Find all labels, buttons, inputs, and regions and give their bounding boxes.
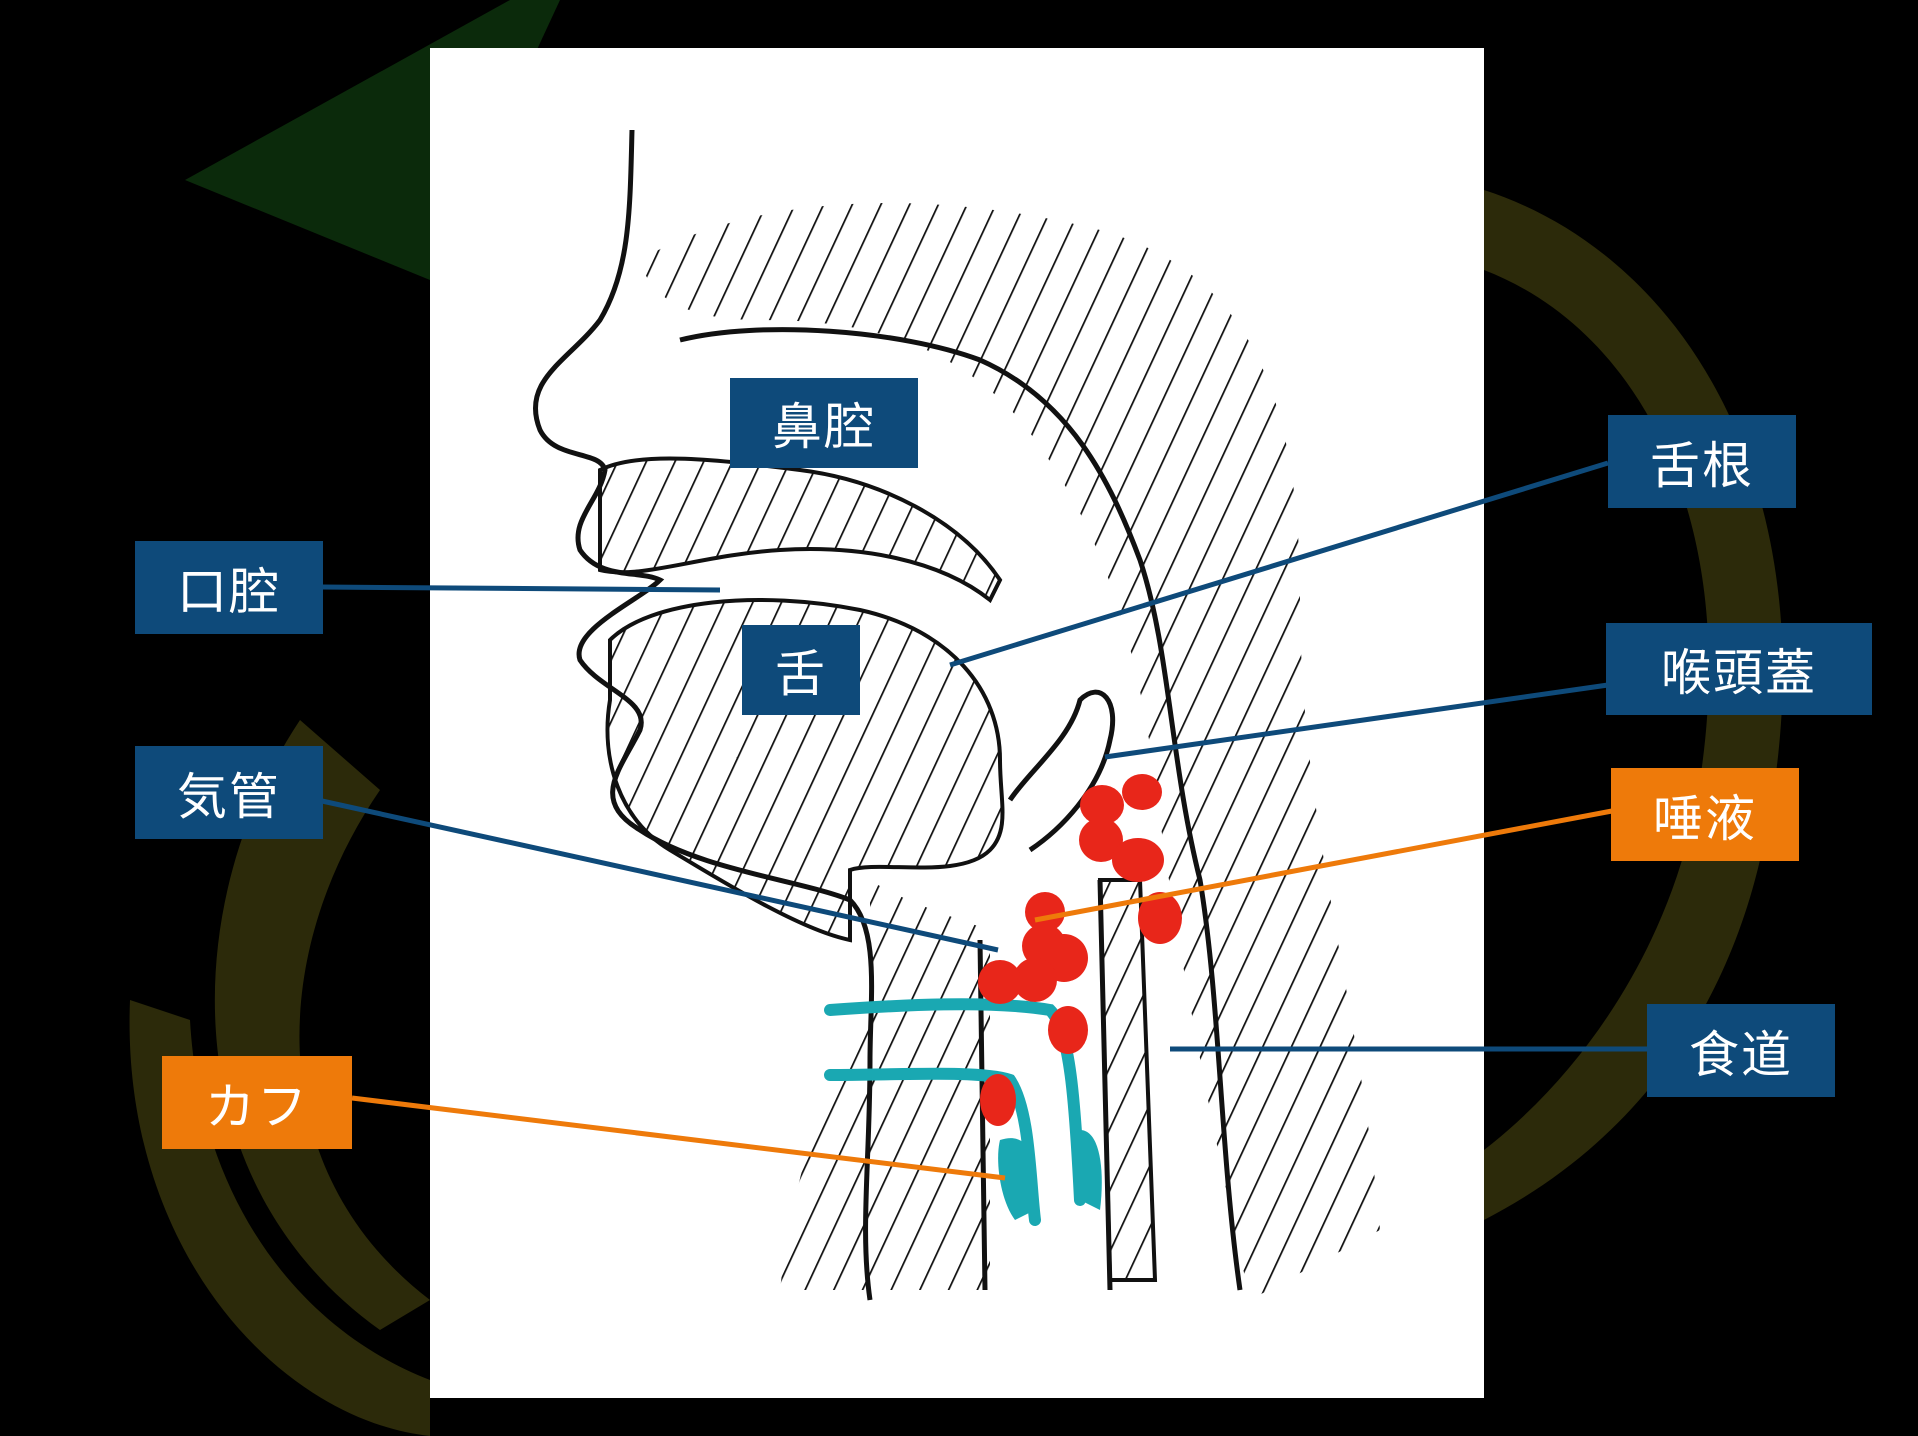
label-epiglottis: 喉頭蓋 bbox=[1606, 623, 1872, 715]
face-profile-outline bbox=[532, 129, 875, 1301]
leader-oral-cavity bbox=[321, 584, 721, 593]
label-nasal-cavity: 鼻腔 bbox=[730, 378, 918, 468]
leader-tongue-root bbox=[949, 460, 1609, 668]
label-cuff: カフ bbox=[162, 1056, 352, 1149]
cuff-balloon-right bbox=[1080, 1130, 1102, 1210]
neck-front-tissue bbox=[780, 880, 990, 1290]
leader-epiglottis bbox=[1104, 682, 1609, 760]
label-trachea: 気管 bbox=[135, 746, 323, 839]
saliva-drop bbox=[1079, 818, 1123, 862]
leader-trachea bbox=[321, 798, 999, 953]
leader-lines bbox=[321, 460, 1648, 1181]
saliva-drop bbox=[980, 1074, 1016, 1126]
head-back-tissue bbox=[640, 202, 1380, 1301]
saliva-drop bbox=[1112, 838, 1164, 882]
saliva-drop bbox=[1025, 892, 1065, 932]
pharynx-outline bbox=[679, 327, 1243, 1291]
backdrop-yellow-ring bbox=[214, 720, 430, 1330]
saliva-drop bbox=[1080, 785, 1124, 825]
saliva-drop bbox=[1138, 892, 1182, 944]
saliva-drop bbox=[1048, 1006, 1088, 1054]
label-oral-cavity: 口腔 bbox=[135, 541, 323, 634]
leader-saliva bbox=[1034, 808, 1613, 923]
label-saliva: 唾液 bbox=[1611, 768, 1799, 861]
saliva-drop bbox=[978, 960, 1022, 1004]
cuff-balloon bbox=[998, 1138, 1037, 1220]
saliva-drops bbox=[978, 774, 1182, 1126]
trachea-outline bbox=[977, 879, 1113, 1291]
epiglottis-outline bbox=[1007, 689, 1116, 853]
saliva-drop bbox=[1013, 958, 1057, 1002]
label-tongue: 舌 bbox=[742, 625, 860, 715]
leader-cuff bbox=[351, 1095, 1006, 1181]
label-esophagus: 食道 bbox=[1647, 1004, 1835, 1097]
label-tongue-root: 舌根 bbox=[1608, 415, 1796, 508]
tongue-tissue bbox=[605, 598, 1005, 943]
backdrop-yellow-ring-bottom bbox=[129, 1000, 430, 1436]
saliva-drop bbox=[1122, 774, 1162, 810]
